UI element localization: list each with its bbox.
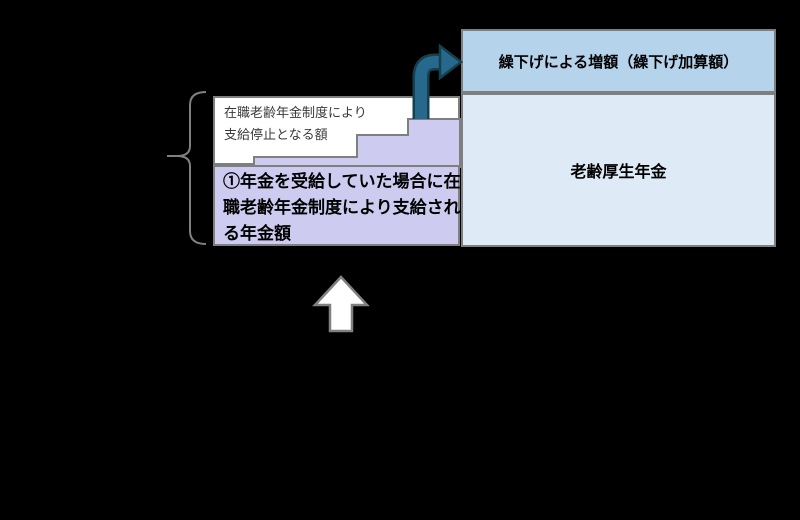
employees-pension-label: 老齢厚生年金: [570, 164, 667, 181]
received-pension-line2: 職老齢年金制度により支給され: [223, 198, 461, 217]
deferral-increase-box: 繰下げによる増額（繰下げ加算額）: [461, 29, 776, 93]
deferral-increase-label: 繰下げによる増額（繰下げ加算額）: [498, 53, 739, 71]
suspended-amount-line1: 在職老齢年金制度により: [224, 105, 367, 120]
left-brace: [167, 91, 207, 245]
received-pension-box: ①年金を受給していた場合に在 職老齢年金制度により支給され る年金額: [213, 165, 461, 246]
staircase-shape: [253, 118, 461, 168]
suspended-amount-line2: 支給停止となる額: [224, 127, 328, 142]
received-pension-line1: ①年金を受給していた場合に在: [223, 172, 461, 191]
employees-pension-box: 老齢厚生年金: [461, 93, 776, 247]
received-pension-line3: る年金額: [223, 224, 291, 243]
up-arrow-icon: [312, 275, 370, 333]
staircase-polygon: [253, 118, 461, 168]
